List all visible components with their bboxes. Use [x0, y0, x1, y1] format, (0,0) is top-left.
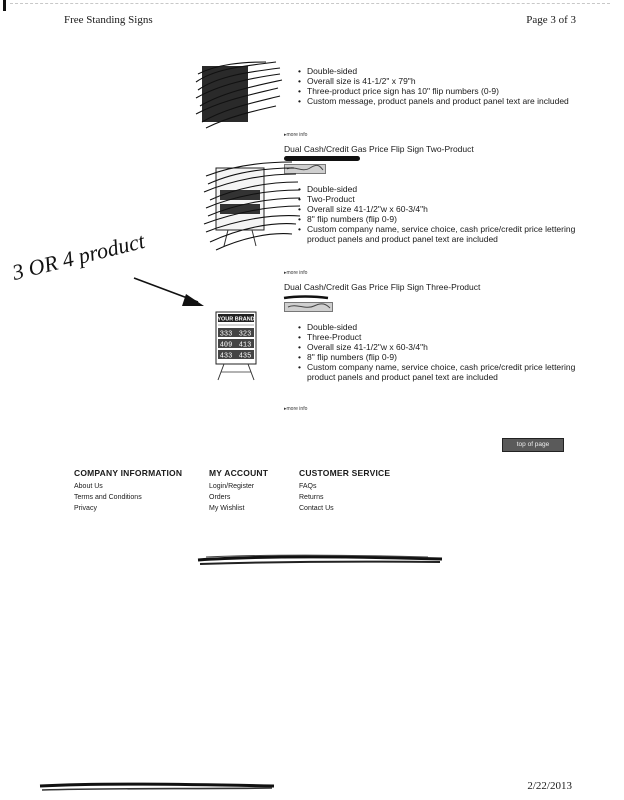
feature-item: 8" flip numbers (flip 0-9)	[298, 214, 588, 224]
feature-item: Overall size 41-1/2"w x 60-3/4"h	[298, 204, 588, 214]
feature-item: Overall size 41-1/2"w x 60-3/4"h	[298, 342, 588, 352]
arrow-right-icon: ▸	[284, 406, 287, 412]
footer-link-returns[interactable]: Returns	[299, 494, 324, 501]
footer-link-privacy[interactable]: Privacy	[74, 505, 97, 512]
footer-link-about-us[interactable]: About Us	[74, 483, 103, 490]
footer-service-column: CUSTOMER SERVICE FAQs Returns Contact Us	[299, 468, 390, 514]
feature-item: Double-sided	[298, 184, 588, 194]
sign-brand-text: YOUR BRAND	[217, 317, 254, 323]
footer-link-contact[interactable]: Contact Us	[299, 505, 334, 512]
redacted-url-line	[39, 782, 275, 791]
sign-price-row: 433 435	[218, 350, 254, 361]
feature-item: Custom message, product panels and produ…	[298, 96, 588, 106]
sign-price: 433	[220, 353, 233, 361]
sign-price-row: 409 413	[218, 339, 254, 350]
sign-price: 333	[220, 331, 233, 339]
arrow-right-icon: ▸	[284, 270, 287, 276]
footer-company-column: COMPANY INFORMATION About Us Terms and C…	[74, 468, 182, 514]
scribble-marks	[195, 61, 283, 129]
footer-link-faqs[interactable]: FAQs	[299, 483, 317, 490]
product-3-quantity-selector[interactable]	[283, 294, 334, 312]
sign-price-row: 333 323	[218, 328, 254, 339]
product-2-more-info-link[interactable]: ▸more info	[284, 270, 308, 276]
top-rule	[10, 3, 610, 4]
feature-item: 8" flip numbers (flip 0-9)	[298, 352, 588, 362]
redaction-mark	[284, 156, 360, 161]
footer-heading: MY ACCOUNT	[209, 468, 269, 478]
footer-link-wishlist[interactable]: My Wishlist	[209, 505, 245, 512]
footer-heading: COMPANY INFORMATION	[74, 468, 183, 478]
footer-account-column: MY ACCOUNT Login/Register Orders My Wish…	[209, 468, 268, 514]
sign-price: 435	[239, 353, 252, 361]
scribble-marks	[203, 161, 301, 251]
page-header-title: Free Standing Signs	[64, 14, 153, 26]
feature-item: Custom company name, service choice, cas…	[298, 362, 588, 382]
sign-price: 409	[220, 342, 233, 350]
sign-price: 323	[239, 331, 252, 339]
footer-link-terms[interactable]: Terms and Conditions	[74, 494, 142, 501]
arrow-right-icon: ▸	[284, 132, 287, 138]
print-date: 2/22/2013	[527, 780, 572, 792]
page-number: Page 3 of 3	[526, 14, 576, 26]
scan-corner-mark	[3, 0, 6, 11]
redacted-copyright-line	[197, 554, 443, 565]
feature-item: Three-product price sign has 10" flip nu…	[298, 86, 588, 96]
arrow-icon	[133, 277, 204, 306]
product-3-title-link[interactable]: Dual Cash/Credit Gas Price Flip Sign Thr…	[284, 282, 481, 292]
product-2-title-link[interactable]: Dual Cash/Credit Gas Price Flip Sign Two…	[284, 144, 474, 154]
product-1-image[interactable]	[195, 61, 283, 129]
feature-item: Double-sided	[298, 66, 588, 76]
product-2-features: Double-sided Two-Product Overall size 41…	[298, 184, 588, 244]
sign-price: 413	[239, 342, 252, 350]
footer-link-orders[interactable]: Orders	[209, 494, 231, 501]
sign-board	[202, 66, 248, 122]
top-of-page-button[interactable]: top of page	[502, 438, 564, 452]
feature-item: Custom company name, service choice, cas…	[298, 224, 588, 244]
feature-item: Double-sided	[298, 322, 588, 332]
feature-item: Three-Product	[298, 332, 588, 342]
product-1-more-info-link[interactable]: ▸more info	[284, 132, 308, 138]
product-2-image[interactable]	[196, 161, 301, 254]
footer-link-login[interactable]: Login/Register	[209, 483, 255, 490]
product-3-features: Double-sided Three-Product Overall size …	[298, 322, 588, 382]
product-1-features: Double-sided Overall size is 41-1/2" x 7…	[298, 66, 588, 106]
product-3-image[interactable]: YOUR BRAND 333 323 409 413 433 435	[202, 310, 260, 382]
product-3-more-info-link[interactable]: ▸more info	[284, 406, 308, 412]
feature-item: Two-Product	[298, 194, 588, 204]
feature-item: Overall size is 41-1/2" x 79"h	[298, 76, 588, 86]
footer-heading: CUSTOMER SERVICE	[299, 468, 391, 478]
